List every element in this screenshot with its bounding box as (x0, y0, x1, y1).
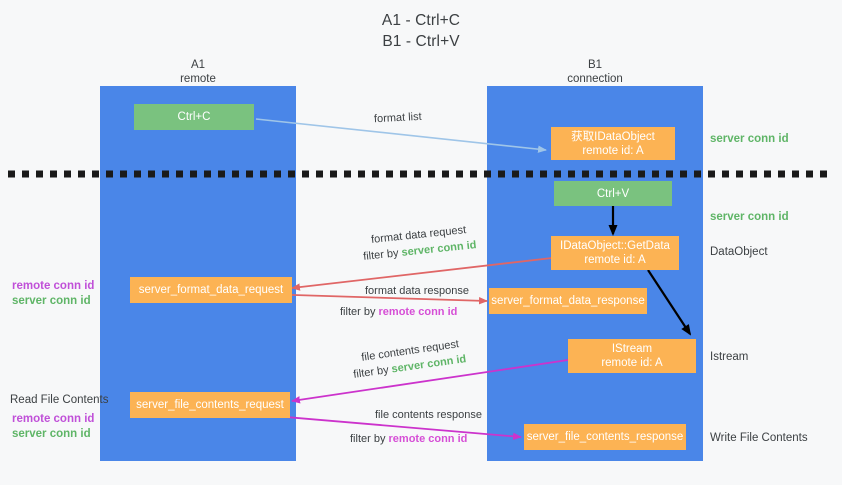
annotation-server-conn-id-2: server conn id (12, 428, 91, 440)
annotation-server-conn-id-mid: server conn id (710, 211, 789, 223)
annotation-server-conn-id-1: server conn id (12, 295, 91, 307)
filter-prefix-2: filter by (340, 306, 379, 318)
node-idataobject-line2: remote id: A (582, 144, 644, 157)
node-server-file-contents-request[interactable]: server_file_contents_request (130, 392, 290, 418)
column-header-b1: B1 connection (487, 58, 703, 86)
node-idataobject[interactable]: 获取IDataObject remote id: A (551, 127, 675, 160)
column-a1-name: A1 (190, 59, 206, 71)
filter-value-remote-conn-id-1: remote conn id (378, 306, 458, 318)
annotation-dataobject: DataObject (710, 246, 768, 258)
annotation-write-file-contents: Write File Contents (710, 432, 808, 444)
node-getdata-line2: remote id: A (584, 254, 646, 266)
node-idataobject-getdata[interactable]: IDataObject::GetData remote id: A (551, 236, 679, 270)
node-istream[interactable]: IStream remote id: A (568, 339, 696, 373)
node-idataobject-line1: 获取IDataObject (571, 130, 655, 143)
edge-label-format-data-response: format data response (365, 285, 469, 297)
node-server-format-data-response[interactable]: server_format_data_response (489, 288, 647, 314)
title-line-1: A1 - Ctrl+C (381, 12, 461, 29)
edge-label-file-contents-response-filter: filter by remote conn id (350, 432, 467, 447)
column-b1-role: connection (567, 73, 623, 85)
node-server-file-contents-response[interactable]: server_file_contents_response (524, 424, 686, 450)
column-header-a1: A1 remote (100, 58, 296, 86)
column-b1-name: B1 (587, 59, 603, 71)
filter-prefix-4: filter by (350, 433, 389, 445)
page-title: A1 - Ctrl+C B1 - Ctrl+V (0, 10, 842, 52)
node-istream-line2: remote id: A (601, 357, 663, 369)
edge-label-format-list: format list (373, 110, 422, 126)
node-server-format-data-response-label: server_format_data_response (491, 295, 645, 307)
column-a1-role: remote (180, 73, 216, 85)
filter-value-remote-conn-id-2: remote conn id (388, 433, 468, 445)
edge-label-format-data-response-filter: filter by remote conn id (340, 305, 457, 320)
node-ctrl-v-label: Ctrl+V (596, 187, 630, 200)
node-istream-line1: IStream (611, 343, 653, 355)
node-ctrl-c[interactable]: Ctrl+C (134, 104, 254, 130)
filter-prefix-1: filter by (362, 246, 403, 263)
annotation-server-conn-id-top: server conn id (710, 133, 789, 145)
node-ctrl-v[interactable]: Ctrl+V (554, 181, 672, 206)
annotation-remote-conn-id-1: remote conn id (12, 280, 95, 292)
edge-label-file-contents-response: file contents response (375, 409, 483, 421)
annotation-remote-conn-id-2: remote conn id (12, 413, 95, 425)
annotation-istream: Istream (710, 351, 749, 363)
node-getdata-line1: IDataObject::GetData (560, 240, 670, 252)
node-server-file-contents-response-label: server_file_contents_response (526, 431, 684, 443)
node-server-file-contents-request-label: server_file_contents_request (136, 399, 284, 411)
annotation-read-file-contents: Read File Contents (10, 394, 109, 406)
title-line-2: B1 - Ctrl+V (382, 33, 460, 50)
node-server-format-data-request-label: server_format_data_request (138, 284, 284, 296)
filter-prefix-3: filter by (352, 363, 393, 381)
node-server-format-data-request[interactable]: server_format_data_request (130, 277, 292, 303)
node-ctrl-c-label: Ctrl+C (177, 111, 211, 123)
